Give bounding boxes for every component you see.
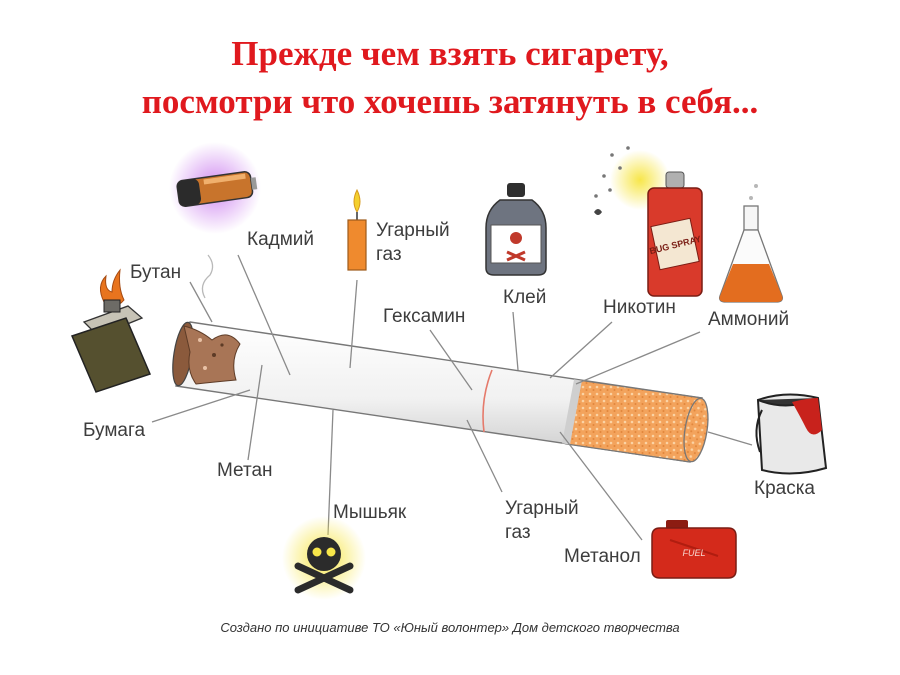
label-ugarny-bottom-1: Угарный [505, 498, 579, 519]
leader-ugarny-top [349, 279, 358, 369]
leader-kley [512, 311, 519, 371]
label-kley: Клей [503, 287, 547, 308]
label-bumaga: Бумага [83, 420, 146, 441]
leader-metan [247, 364, 263, 461]
label-ugarny-top-2: газ [376, 244, 402, 265]
label-myshyak: Мышьяк [333, 502, 407, 523]
label-ugarny-top-1: Угарный [376, 220, 450, 241]
leader-myshyak [327, 409, 334, 536]
spray-can-icon: BUG SPRAY [594, 146, 703, 297]
footer-credit: Создано по инициативе ТО «Юный волонтер»… [220, 620, 680, 635]
leader-ammoniy [575, 331, 701, 385]
leader-bumaga [151, 389, 251, 423]
cigarette-filter [565, 379, 703, 463]
label-metan: Метан [217, 460, 273, 481]
leader-lines [151, 254, 753, 541]
lighter-icon [70, 268, 152, 393]
fuel-can-label: FUEL [682, 548, 705, 558]
fuel-can-icon: FUEL [651, 520, 737, 579]
label-geksamin: Гексамин [383, 306, 466, 327]
filter-band [562, 379, 582, 445]
flask-icon [718, 184, 784, 303]
title-line-2: посмотри что хочешь затянуть в себя... [141, 82, 759, 121]
paper-seam [482, 369, 493, 433]
leader-kraska [707, 431, 753, 446]
cigarette [172, 254, 709, 463]
leader-nikotin [549, 321, 613, 379]
leader-metanol [559, 431, 643, 541]
label-nikotin: Никотин [603, 297, 676, 318]
skull-crossbones-icon [282, 516, 366, 600]
label-kraska: Краска [754, 478, 815, 499]
paint-can-icon [755, 393, 828, 475]
label-ugarny-bottom-2: газ [505, 522, 531, 543]
leader-kadmiy [237, 254, 291, 376]
filter-end [683, 397, 709, 463]
title-line-1: Прежде чем взять сигарету, [231, 34, 669, 73]
leader-butan [189, 281, 213, 323]
leader-geksamin [429, 329, 473, 391]
label-kadmiy: Кадмий [247, 229, 315, 250]
glue-bottle-icon [485, 183, 547, 276]
battery-icon [169, 142, 261, 234]
label-butan: Бутан [130, 262, 182, 283]
candle-icon [347, 188, 367, 271]
label-metanol: Метанол [564, 546, 641, 567]
leader-ugarny-bottom [466, 419, 503, 493]
smoke-wisp [201, 254, 214, 299]
label-ammoniy: Аммоний [708, 309, 790, 330]
